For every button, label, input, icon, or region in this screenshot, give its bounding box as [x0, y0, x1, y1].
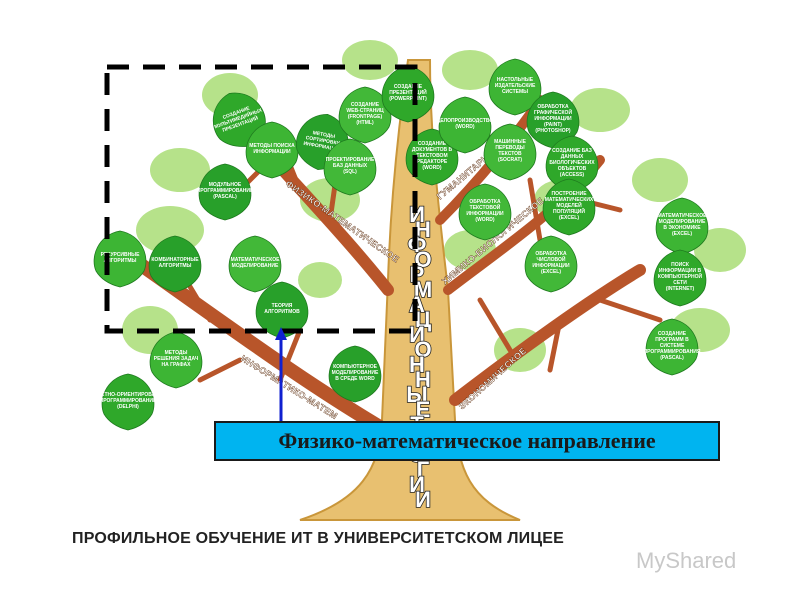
- leaf-shape: [101, 373, 155, 431]
- branch-label-economic: ЭКОНОМИЧЕСКОЕ: [457, 345, 529, 411]
- trunk-letter: Е: [416, 397, 431, 422]
- leaves: СОЗДАНИЕМУЛЬТИМЕДИЙНЫХПРЕЗЕНТАЦИЙМЕТОДЫ …: [86, 58, 709, 431]
- trunk-letter: Н: [415, 217, 431, 242]
- pointer-arrow: [275, 327, 287, 425]
- leaf-shape: [458, 183, 512, 241]
- trunk-letter: И: [409, 472, 425, 497]
- twig-13: [477, 297, 513, 353]
- twig-9: [277, 327, 303, 383]
- trunk-letter: И: [409, 322, 425, 347]
- leaf-shape: [149, 331, 203, 389]
- leaf-shape: [653, 249, 707, 307]
- trunk-letter: О: [414, 337, 431, 362]
- page-caption: ПРОФИЛЬНОЕ ОБУЧЕНИЕ ИТ В УНИВЕРСИТЕТСКОМ…: [72, 530, 564, 547]
- leaf-shape: [645, 318, 699, 376]
- leaf-label: ДЕЛОПРОИЗВОДСТВО(WORD): [437, 118, 494, 130]
- leaf-shape: [381, 65, 435, 123]
- trunk-letter: М: [414, 277, 432, 302]
- trunk-letter: О: [414, 247, 431, 272]
- leaf-shape: [438, 96, 492, 154]
- leaf-shape: [328, 345, 382, 403]
- twig-12: [597, 297, 663, 323]
- leaf-shape: [323, 138, 377, 196]
- branch-economic: [449, 264, 646, 406]
- leaf-shape: [483, 123, 537, 181]
- trunk-letter: И: [415, 487, 431, 512]
- direction-banner: Физико-математическое направление: [214, 421, 720, 461]
- twig-5: [527, 177, 543, 243]
- leaf-shape: [405, 128, 459, 186]
- trunk-letter: Н: [409, 352, 425, 377]
- twig-11: [547, 317, 563, 373]
- banner-text: Физико-математическое направление: [278, 428, 656, 453]
- trunk-letter: Ы: [406, 382, 428, 407]
- dashed-selection-frame: [104, 64, 418, 334]
- leaf-shape: [542, 178, 596, 236]
- trunk-letter: Г: [417, 457, 430, 482]
- leaf-l3: МЕТОДЫСОРТИРОВКИИНФОРМАЦИИ: [295, 113, 349, 170]
- leaf-shape: [488, 58, 542, 116]
- watermark: MyShared: [636, 548, 737, 573]
- leaf-shape: [228, 235, 282, 293]
- trunk-letter: Ц: [415, 307, 431, 332]
- leaf-shape: [198, 163, 252, 221]
- leaf-shape: [524, 235, 578, 293]
- trunk-vertical-text: ИНФОРМАЦИОННЫЕТЕОГИИ: [405, 201, 433, 513]
- leaf-shape: [148, 235, 202, 293]
- twig-7: [197, 357, 243, 383]
- trunk-letter: Н: [415, 367, 431, 392]
- leaf-l10: ДЕЛОПРОИЗВОДСТВО(WORD): [437, 96, 494, 154]
